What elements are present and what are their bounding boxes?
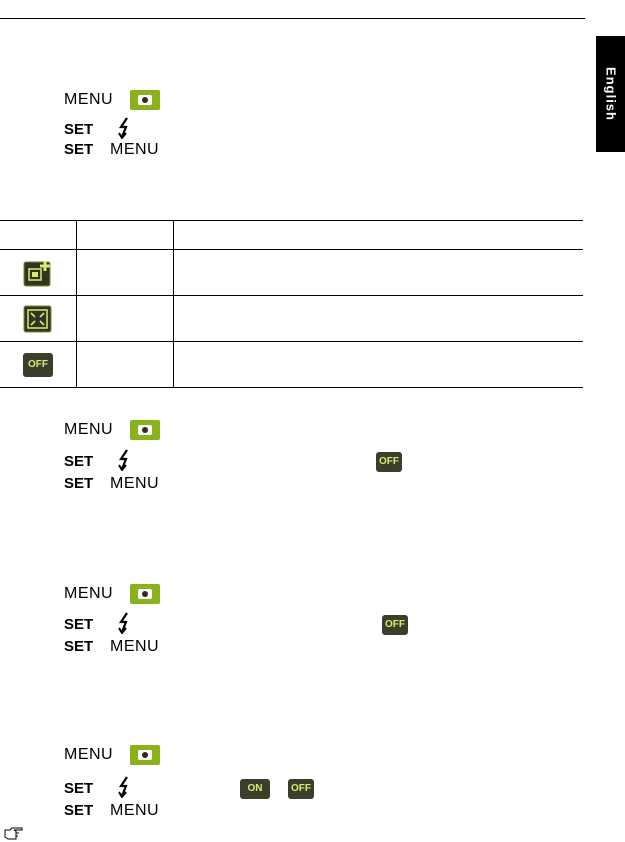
step-confirm-4: SET MENU <box>64 801 174 821</box>
off-badge: OFF <box>382 615 408 635</box>
table-header-row <box>0 220 583 250</box>
camera-mode-icon <box>130 745 160 765</box>
table-cell-description <box>173 341 583 388</box>
set-key: SET <box>64 638 94 655</box>
off-icon: OFF <box>23 352 53 377</box>
camera-mode-icon <box>130 584 160 604</box>
off-badge: OFF <box>376 452 402 472</box>
off-badge: OFF <box>288 779 314 799</box>
set-key: SET <box>64 475 94 492</box>
table-header-description <box>173 220 583 250</box>
step-open-menu-4: MENU <box>64 745 184 765</box>
menu-key: MENU <box>110 141 160 158</box>
step-open-menu-3: MENU <box>64 584 184 604</box>
flash-down-icon <box>118 776 128 798</box>
set-key: SET <box>64 616 94 633</box>
set-key: SET <box>64 141 94 158</box>
table-cell-description <box>173 249 583 296</box>
step-open-menu-2: MENU <box>64 420 184 440</box>
table-header-mode <box>76 220 174 250</box>
step-select-4: SET ON OFF <box>64 776 324 799</box>
step-confirm-1: SET MENU <box>64 140 174 160</box>
step-select-3: SET OFF <box>64 612 424 635</box>
table-cell-mode <box>76 295 174 342</box>
menu-key: MENU <box>64 585 114 602</box>
pointing-hand-icon <box>4 827 23 840</box>
menu-key: MENU <box>110 475 160 492</box>
face-tracking-icon <box>23 260 51 286</box>
focus-mode-table: OFF <box>0 220 583 388</box>
step-select-2: SET OFF <box>64 449 424 472</box>
step-confirm-3: SET MENU <box>64 637 174 657</box>
menu-key: MENU <box>64 91 114 108</box>
table-row: OFF <box>0 341 583 388</box>
camera-mode-icon <box>130 90 160 110</box>
wide-area-af-icon <box>23 305 52 332</box>
menu-key: MENU <box>110 638 160 655</box>
table-cell-mode <box>76 341 174 388</box>
menu-key: MENU <box>64 746 114 763</box>
table-cell-description <box>173 295 583 342</box>
flash-down-icon <box>118 449 128 471</box>
step-select-1: SET <box>64 117 144 140</box>
flash-down-icon <box>118 612 128 634</box>
set-key: SET <box>64 453 94 470</box>
table-header-icon <box>0 220 77 250</box>
set-key: SET <box>64 780 94 797</box>
language-tab: English <box>596 36 625 152</box>
table-row <box>0 295 583 342</box>
set-key: SET <box>64 121 94 138</box>
flash-down-icon <box>118 117 128 139</box>
menu-key: MENU <box>64 421 114 438</box>
camera-mode-icon <box>130 420 160 440</box>
header-rule <box>0 18 585 19</box>
set-key: SET <box>64 802 94 819</box>
table-cell-mode <box>76 249 174 296</box>
on-badge: ON <box>240 779 270 799</box>
step-open-menu-1: MENU <box>64 90 184 110</box>
step-confirm-2: SET MENU <box>64 474 174 494</box>
menu-key: MENU <box>110 802 160 819</box>
table-row <box>0 249 583 296</box>
language-tab-label: English <box>603 67 618 121</box>
